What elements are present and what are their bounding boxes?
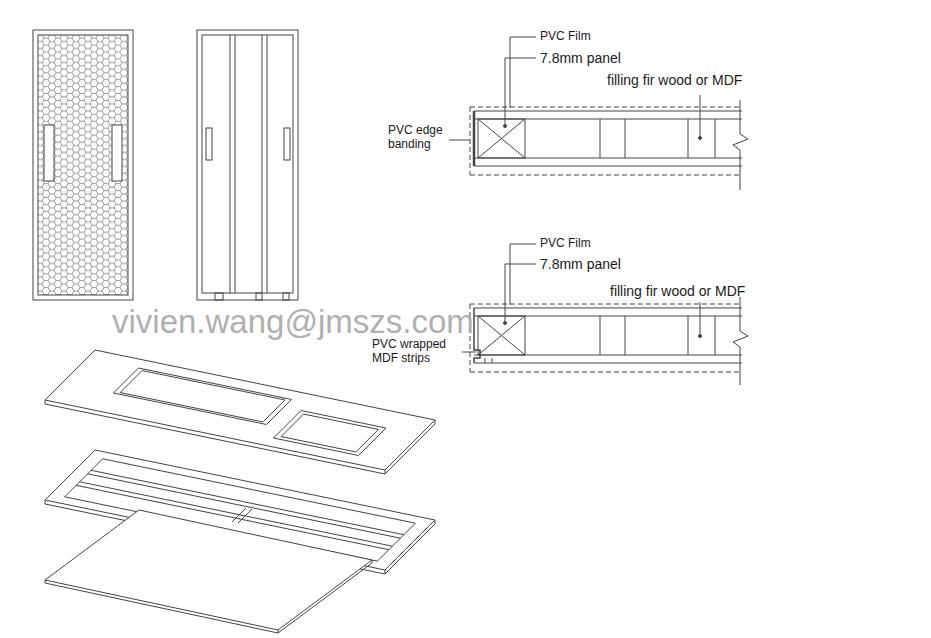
part-label: PVC wrapped MDF strips — [372, 338, 460, 366]
watermark: vivien.wang@jmszs.com — [112, 303, 474, 341]
exploded-back-panel — [45, 510, 372, 633]
honeycomb-door-elevation — [33, 30, 133, 300]
material-label: filling fir wood or MDF — [607, 72, 742, 88]
cross-section-edge-banding — [470, 100, 748, 190]
dimension-label: 7.8mm panel — [540, 256, 621, 272]
part-label: PVC Film — [540, 30, 591, 44]
part-label: PVC Film — [540, 237, 591, 251]
strip-core-door-elevation — [197, 30, 298, 300]
dimension-label: 7.8mm panel — [540, 50, 621, 66]
cross-section-wrapped-strips — [470, 297, 748, 385]
part-label: PVC edge banding — [388, 124, 448, 152]
material-label: filling fir wood or MDF — [610, 283, 745, 299]
